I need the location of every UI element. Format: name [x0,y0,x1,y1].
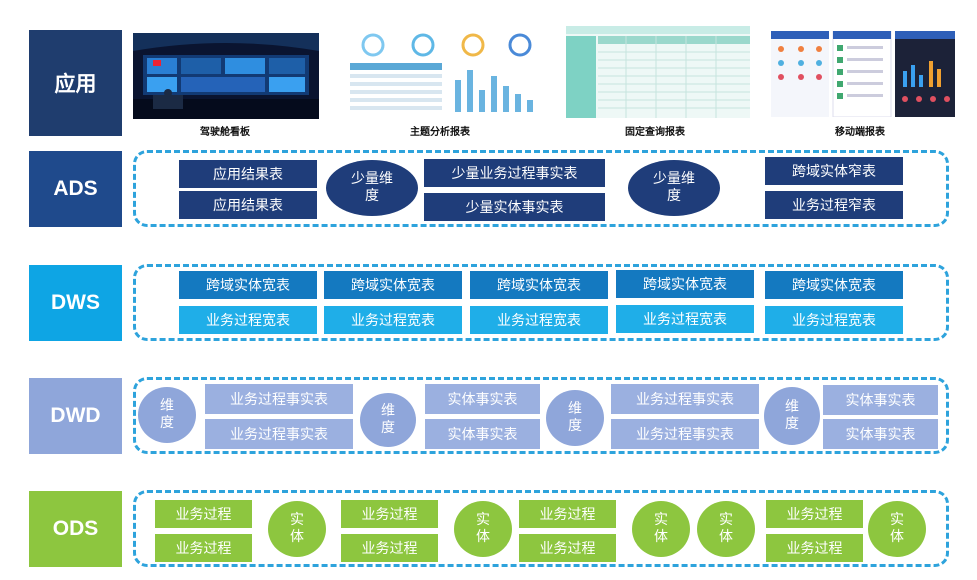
ods-entity-label-3: 实体 [654,511,668,546]
layer-label-ods: ODS [29,491,122,567]
app-caption-topic-analysis: 主题分析报表 [410,127,470,138]
dwd-dimension-oval-4: 维度 [764,387,820,445]
mobile-report-thumbnail [771,31,955,117]
ods-process-table-2a: 业务过程 [341,500,438,528]
dws-layer-frame [133,264,949,341]
dwd-process-fact-table-3a: 业务过程事实表 [611,384,759,414]
ods-process-table-1b: 业务过程 [155,534,252,562]
dwd-entity-fact-table-4a: 实体事实表 [823,385,938,415]
dws-cross-domain-wide-table-2: 跨域实体宽表 [324,271,462,299]
app-caption-fixed-query: 固定查询报表 [625,127,685,138]
ods-entity-oval-3: 实体 [632,501,690,557]
ads-dimension-oval-2: 少量维度 [628,160,720,216]
ods-process-table-1a: 业务过程 [155,500,252,528]
ads-entity-fact-table: 少量实体事实表 [424,193,605,221]
ads-dimension-label-2: 少量维度 [653,170,695,205]
app-caption-mobile: 移动端报表 [835,127,885,138]
ods-entity-label-5: 实体 [890,511,904,546]
ads-process-narrow-table: 业务过程窄表 [765,191,903,219]
topic-report-thumbnail [345,30,542,116]
dws-process-wide-table-2: 业务过程宽表 [324,306,462,334]
dwd-dimension-label-1: 维度 [160,397,174,432]
dwd-process-fact-table-3b: 业务过程事实表 [611,419,759,449]
dws-cross-domain-wide-table-5: 跨域实体宽表 [765,271,903,299]
ods-process-table-3a: 业务过程 [519,500,616,528]
dwd-entity-fact-table-4b: 实体事实表 [823,419,938,449]
layer-label-dwd: DWD [29,378,122,454]
dwd-dimension-oval-1: 维度 [138,387,196,443]
dwd-dimension-oval-2: 维度 [360,393,416,447]
layer-label-app: 应用 [29,30,122,136]
ods-entity-label-2: 实体 [476,511,490,546]
ads-result-table-2: 应用结果表 [179,191,317,219]
dwd-entity-fact-table-2b: 实体事实表 [425,419,540,449]
ods-process-table-4b: 业务过程 [766,534,863,562]
dwd-entity-fact-table-2a: 实体事实表 [425,384,540,414]
dws-cross-domain-wide-table-1: 跨域实体宽表 [179,271,317,299]
ods-entity-label-4: 实体 [719,511,733,546]
ads-dimension-label-1: 少量维度 [351,170,393,205]
dws-process-wide-table-3: 业务过程宽表 [470,306,608,334]
dwd-dimension-label-2: 维度 [381,402,395,437]
ads-process-fact-table: 少量业务过程事实表 [424,159,605,187]
gauge-and-bar-image [345,30,542,116]
table-report-image [566,26,750,118]
dws-process-wide-table-5: 业务过程宽表 [765,306,903,334]
dwd-dimension-label-3: 维度 [568,400,582,435]
ods-process-table-4a: 业务过程 [766,500,863,528]
ods-entity-oval-1: 实体 [268,501,326,557]
app-caption-cockpit: 驾驶舱看板 [200,127,250,138]
layer-label-dws: DWS [29,265,122,341]
ads-cross-domain-narrow-table: 跨域实体窄表 [765,157,903,185]
ods-layer-frame [133,490,949,567]
dwd-dimension-oval-3: 维度 [546,390,604,446]
ods-entity-oval-5: 实体 [868,501,926,557]
mobile-screens-image [771,31,955,117]
ods-process-table-2b: 业务过程 [341,534,438,562]
ods-entity-oval-4: 实体 [697,501,755,557]
dws-process-wide-table-1: 业务过程宽表 [179,306,317,334]
ads-layer-frame [133,150,949,227]
control-room-image [133,33,319,119]
dws-process-wide-table-4: 业务过程宽表 [616,305,754,333]
ads-result-table-1: 应用结果表 [179,160,317,188]
ods-entity-oval-2: 实体 [454,501,512,557]
ods-entity-label-1: 实体 [290,511,304,546]
dwd-layer-frame [133,377,949,454]
dwd-dimension-label-4: 维度 [785,398,799,433]
dws-cross-domain-wide-table-4: 跨域实体宽表 [616,270,754,298]
layer-label-ads: ADS [29,151,122,227]
ads-dimension-oval-1: 少量维度 [326,160,418,216]
cockpit-dashboard-thumbnail [133,33,319,119]
dwd-process-fact-table-1a: 业务过程事实表 [205,384,353,414]
dws-cross-domain-wide-table-3: 跨域实体宽表 [470,271,608,299]
dwd-process-fact-table-1b: 业务过程事实表 [205,419,353,449]
ods-process-table-3b: 业务过程 [519,534,616,562]
fixed-query-thumbnail [566,26,750,118]
